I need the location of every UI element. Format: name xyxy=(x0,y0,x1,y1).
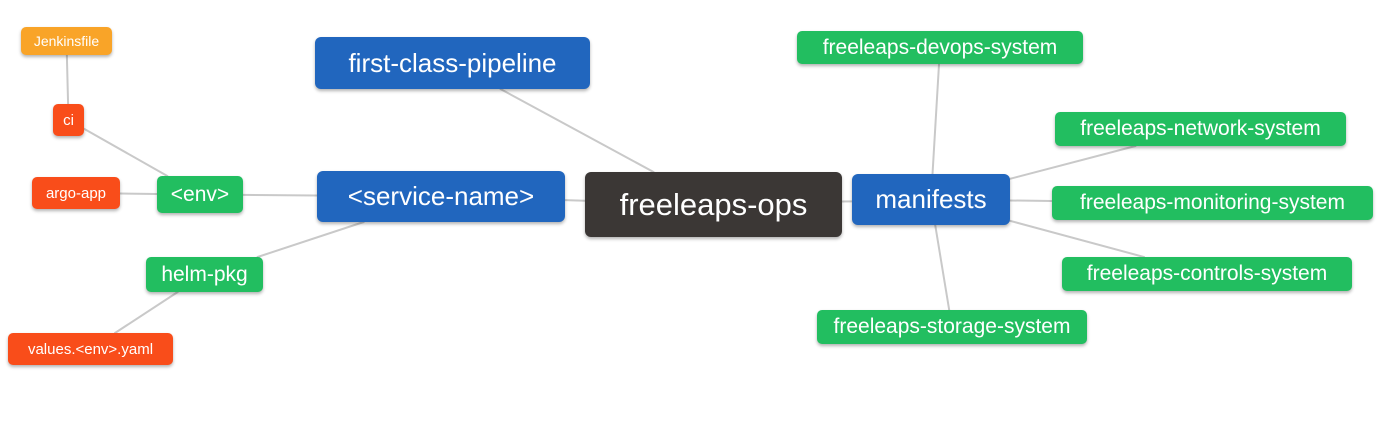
node-service-name[interactable]: <service-name> xyxy=(317,171,565,222)
node-freeleaps-network-system[interactable]: freeleaps-network-system xyxy=(1055,112,1346,146)
node-manifests[interactable]: manifests xyxy=(852,174,1010,225)
node-freeleaps-ops[interactable]: freeleaps-ops xyxy=(585,172,842,237)
edge-helm-pkg-values-env-yaml xyxy=(113,291,179,334)
edge-manifests-freeleaps-monitoring-system xyxy=(1009,199,1053,203)
node-helm-pkg[interactable]: helm-pkg xyxy=(146,257,263,292)
node-freeleaps-monitoring-system[interactable]: freeleaps-monitoring-system xyxy=(1052,186,1373,220)
node-first-class-pipeline[interactable]: first-class-pipeline xyxy=(315,37,590,89)
node-env[interactable]: <env> xyxy=(157,176,243,213)
edge-env-ci xyxy=(83,127,169,177)
node-values-env-yaml[interactable]: values.<env>.yaml xyxy=(8,333,173,365)
node-ci[interactable]: ci xyxy=(53,104,84,136)
edge-freeleaps-ops-first-class-pipeline xyxy=(499,88,655,173)
node-jenkinsfile[interactable]: Jenkinsfile xyxy=(21,27,112,55)
node-argo-app[interactable]: argo-app xyxy=(32,177,120,209)
node-freeleaps-controls-system[interactable]: freeleaps-controls-system xyxy=(1062,257,1352,291)
node-freeleaps-devops-system[interactable]: freeleaps-devops-system xyxy=(797,31,1083,64)
node-freeleaps-storage-system[interactable]: freeleaps-storage-system xyxy=(817,310,1087,344)
edge-manifests-freeleaps-devops-system xyxy=(931,63,941,175)
edge-manifests-freeleaps-controls-system xyxy=(1009,219,1146,258)
edge-manifests-freeleaps-network-system xyxy=(1009,145,1137,180)
edge-service-name-env xyxy=(242,193,318,197)
edge-service-name-helm-pkg xyxy=(256,221,365,258)
edge-ci-jenkinsfile xyxy=(65,54,70,105)
edge-manifests-freeleaps-storage-system xyxy=(934,224,951,311)
edge-freeleaps-ops-service-name xyxy=(564,199,586,202)
